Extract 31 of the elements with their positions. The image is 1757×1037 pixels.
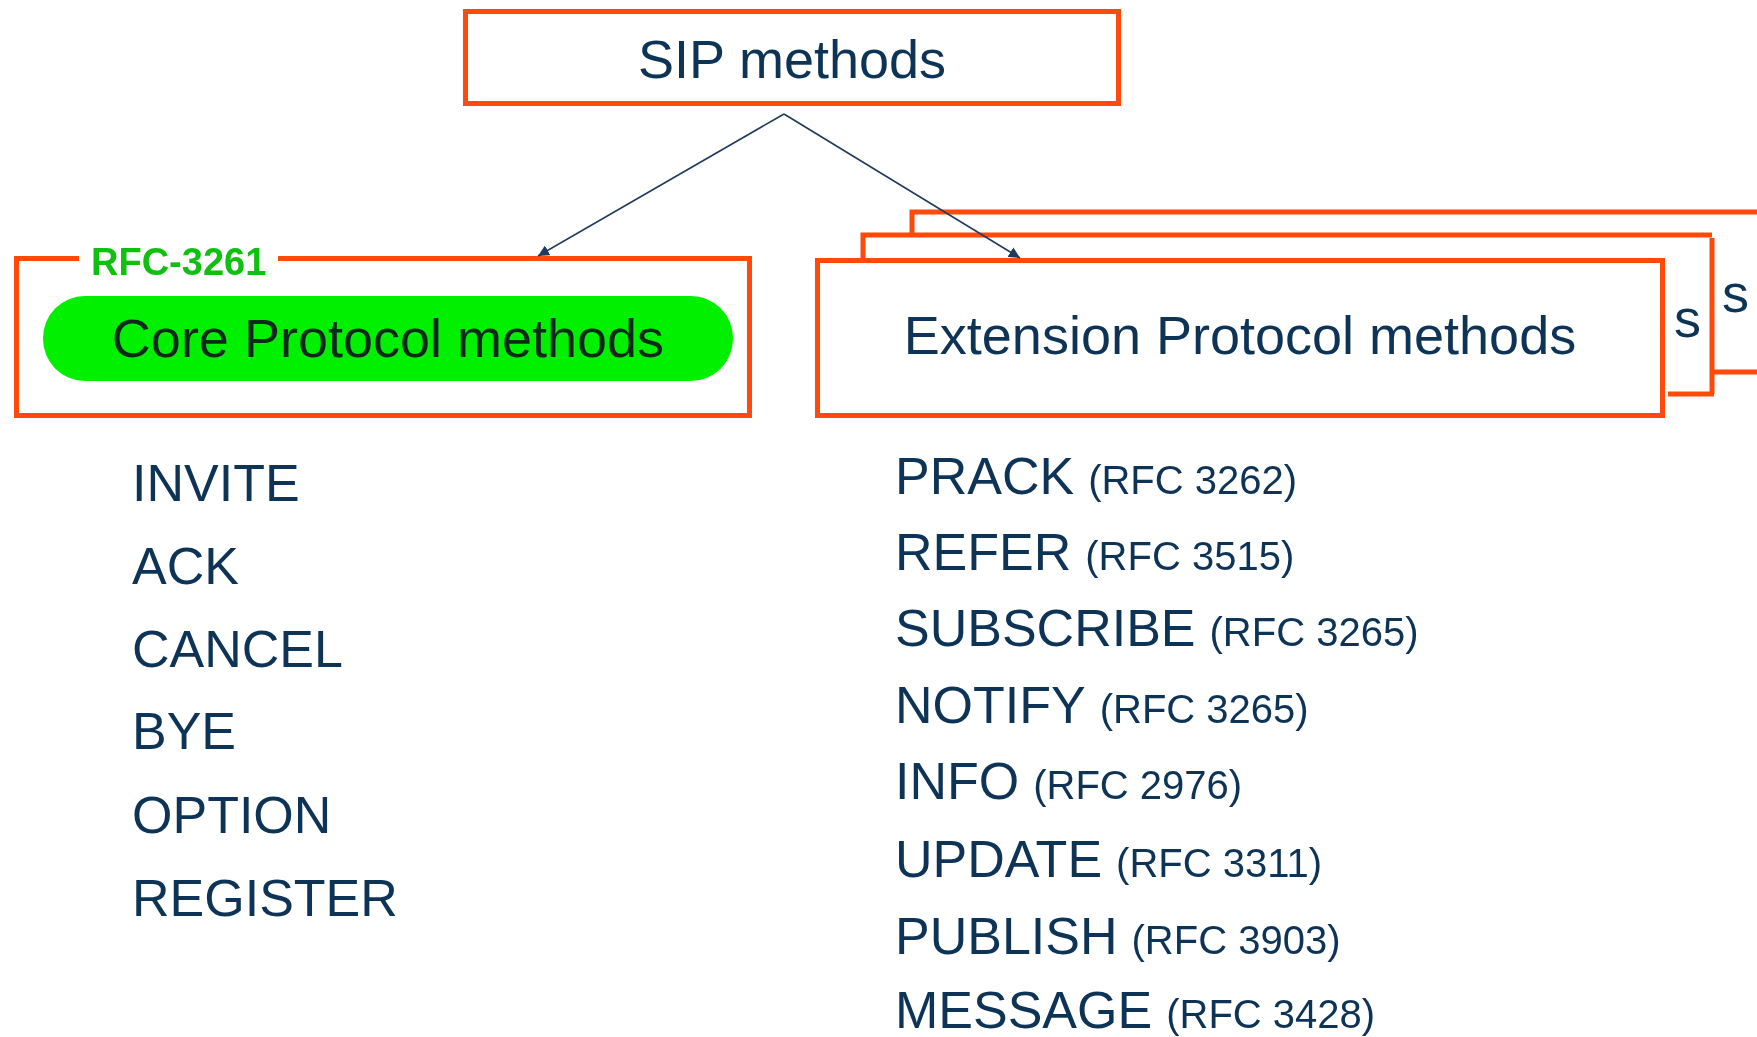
method-name: PRACK: [895, 447, 1075, 505]
method-name: INVITE: [132, 457, 300, 509]
method-name: INFO: [895, 752, 1020, 810]
node-title: Core Protocol methods: [110, 311, 666, 365]
rfc-reference: (RFC 3428): [1166, 992, 1376, 1036]
rfc-reference: (RFC 3265): [1099, 687, 1309, 731]
arrow: [537, 113, 785, 257]
method-name: REGISTER: [132, 872, 398, 924]
method-name: REFER: [895, 523, 1072, 581]
method-name: CANCEL: [132, 623, 343, 675]
method-name: OPTION: [132, 789, 332, 841]
method-name: MESSAGE: [895, 981, 1153, 1037]
node-title: Extension Protocol methods: [902, 308, 1578, 362]
rfc-reference: (RFC 2976): [1033, 763, 1243, 807]
rfc-reference: (RFC 3515): [1085, 534, 1295, 578]
rfc-reference: (RFC 3311): [1116, 841, 1323, 885]
root-box: [463, 9, 1121, 106]
method-name: BYE: [132, 705, 237, 757]
method-name: NOTIFY: [895, 676, 1086, 734]
text-fragment: s: [1722, 266, 1749, 320]
method-name: SUBSCRIBE: [895, 599, 1196, 657]
method-name: ACK: [132, 540, 239, 592]
rfc-reference: (RFC 3903): [1131, 918, 1341, 962]
text-fragment: s: [1674, 291, 1701, 345]
category-box: [815, 258, 1665, 418]
method-name: PUBLISH: [895, 907, 1118, 965]
rfc-reference: (RFC 3265): [1209, 610, 1419, 654]
arrow: [783, 113, 1021, 259]
rfc-reference: (RFC 3262): [1088, 458, 1298, 502]
method-name: UPDATE: [895, 830, 1103, 888]
node-title: SIP methods: [636, 32, 948, 86]
